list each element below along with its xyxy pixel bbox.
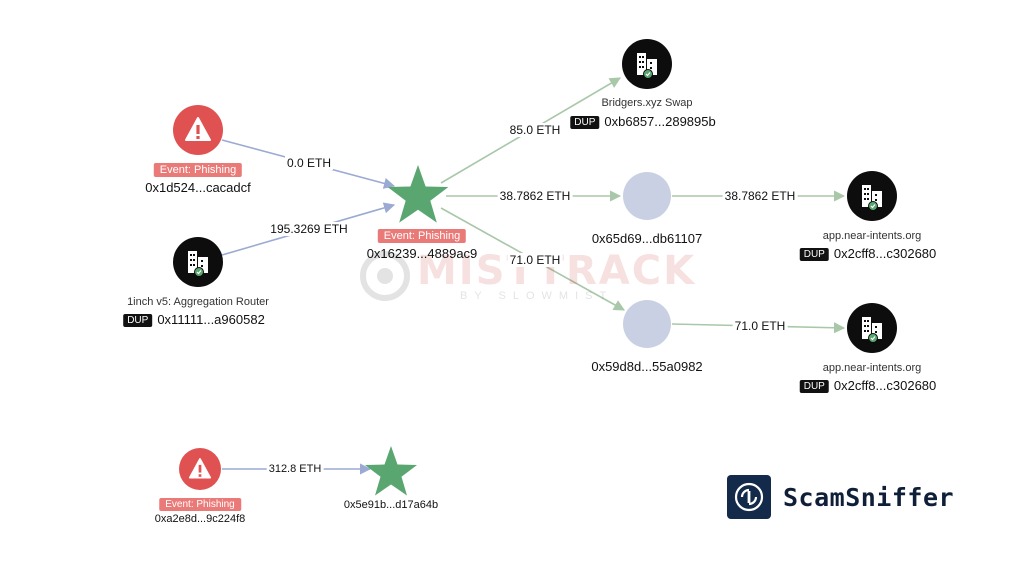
edge-label: 38.7862 ETH (722, 189, 798, 203)
phishing-event-tag: Event: Phishing (377, 229, 467, 243)
entity-node-near-1[interactable] (847, 171, 897, 221)
node-address-row[interactable]: DUP 0xb6857...289895b (570, 114, 716, 129)
unknown-node-mid2[interactable] (623, 300, 671, 348)
node-address-row[interactable]: DUP 0x11111...a960582 (123, 312, 265, 327)
edge-label: 71.0 ETH (507, 253, 563, 267)
dup-badge: DUP (799, 380, 829, 393)
node-address[interactable]: 0x2cff8...c302680 (833, 246, 937, 261)
entity-node-bridgers[interactable] (622, 39, 672, 89)
node-address[interactable]: 0x1d524...cacadcf (145, 180, 251, 195)
phishing-event-tag: Event: Phishing (159, 498, 241, 511)
node-address[interactable]: 0xb6857...289895b (604, 114, 716, 129)
scamsniffer-brand: ScamSniffer (727, 474, 954, 520)
entity-name: app.near-intents.org (822, 230, 922, 242)
unknown-node-mid1[interactable] (623, 172, 671, 220)
node-address[interactable]: 0x16239...4889ac9 (366, 246, 478, 261)
edge-label: 312.8 ETH (266, 463, 324, 475)
dup-badge: DUP (123, 314, 153, 327)
node-address[interactable]: 0x59d8d...55a0982 (591, 359, 703, 374)
center-star-icon[interactable] (387, 165, 449, 223)
edge-label: 195.3269 ETH (268, 222, 350, 236)
node-address[interactable]: 0x2cff8...c302680 (833, 378, 937, 393)
node-address[interactable]: 0xa2e8d...9c224f8 (154, 513, 246, 525)
edge-label: 71.0 ETH (732, 319, 788, 333)
entity-node-1inch[interactable] (173, 237, 223, 287)
edge-label: 38.7862 ETH (497, 189, 573, 203)
scamsniffer-wordmark: ScamSniffer (783, 482, 955, 512)
entity-name: Bridgers.xyz Swap (601, 97, 693, 109)
entity-node-near-2[interactable] (847, 303, 897, 353)
node-address[interactable]: 0x11111...a960582 (157, 312, 265, 327)
scamsniffer-logo-icon (727, 475, 771, 519)
entity-name: app.near-intents.org (822, 362, 922, 374)
node-address-row[interactable]: DUP 0x2cff8...c302680 (799, 378, 937, 393)
phishing-node-2[interactable] (179, 448, 221, 490)
node-address[interactable]: 0x5e91b...d17a64b (343, 499, 439, 511)
edge-label: 0.0 ETH (284, 156, 334, 170)
dup-badge: DUP (570, 116, 600, 129)
star2-icon[interactable] (365, 446, 417, 496)
dup-badge: DUP (799, 248, 829, 261)
node-address-row[interactable]: DUP 0x2cff8...c302680 (799, 246, 937, 261)
phishing-event-tag: Event: Phishing (153, 163, 243, 177)
edge-label: 85.0 ETH (507, 123, 563, 137)
entity-name: 1inch v5: Aggregation Router (127, 296, 269, 308)
node-address[interactable]: 0x65d69...db61107 (591, 231, 703, 246)
phishing-node-1[interactable] (173, 105, 223, 155)
